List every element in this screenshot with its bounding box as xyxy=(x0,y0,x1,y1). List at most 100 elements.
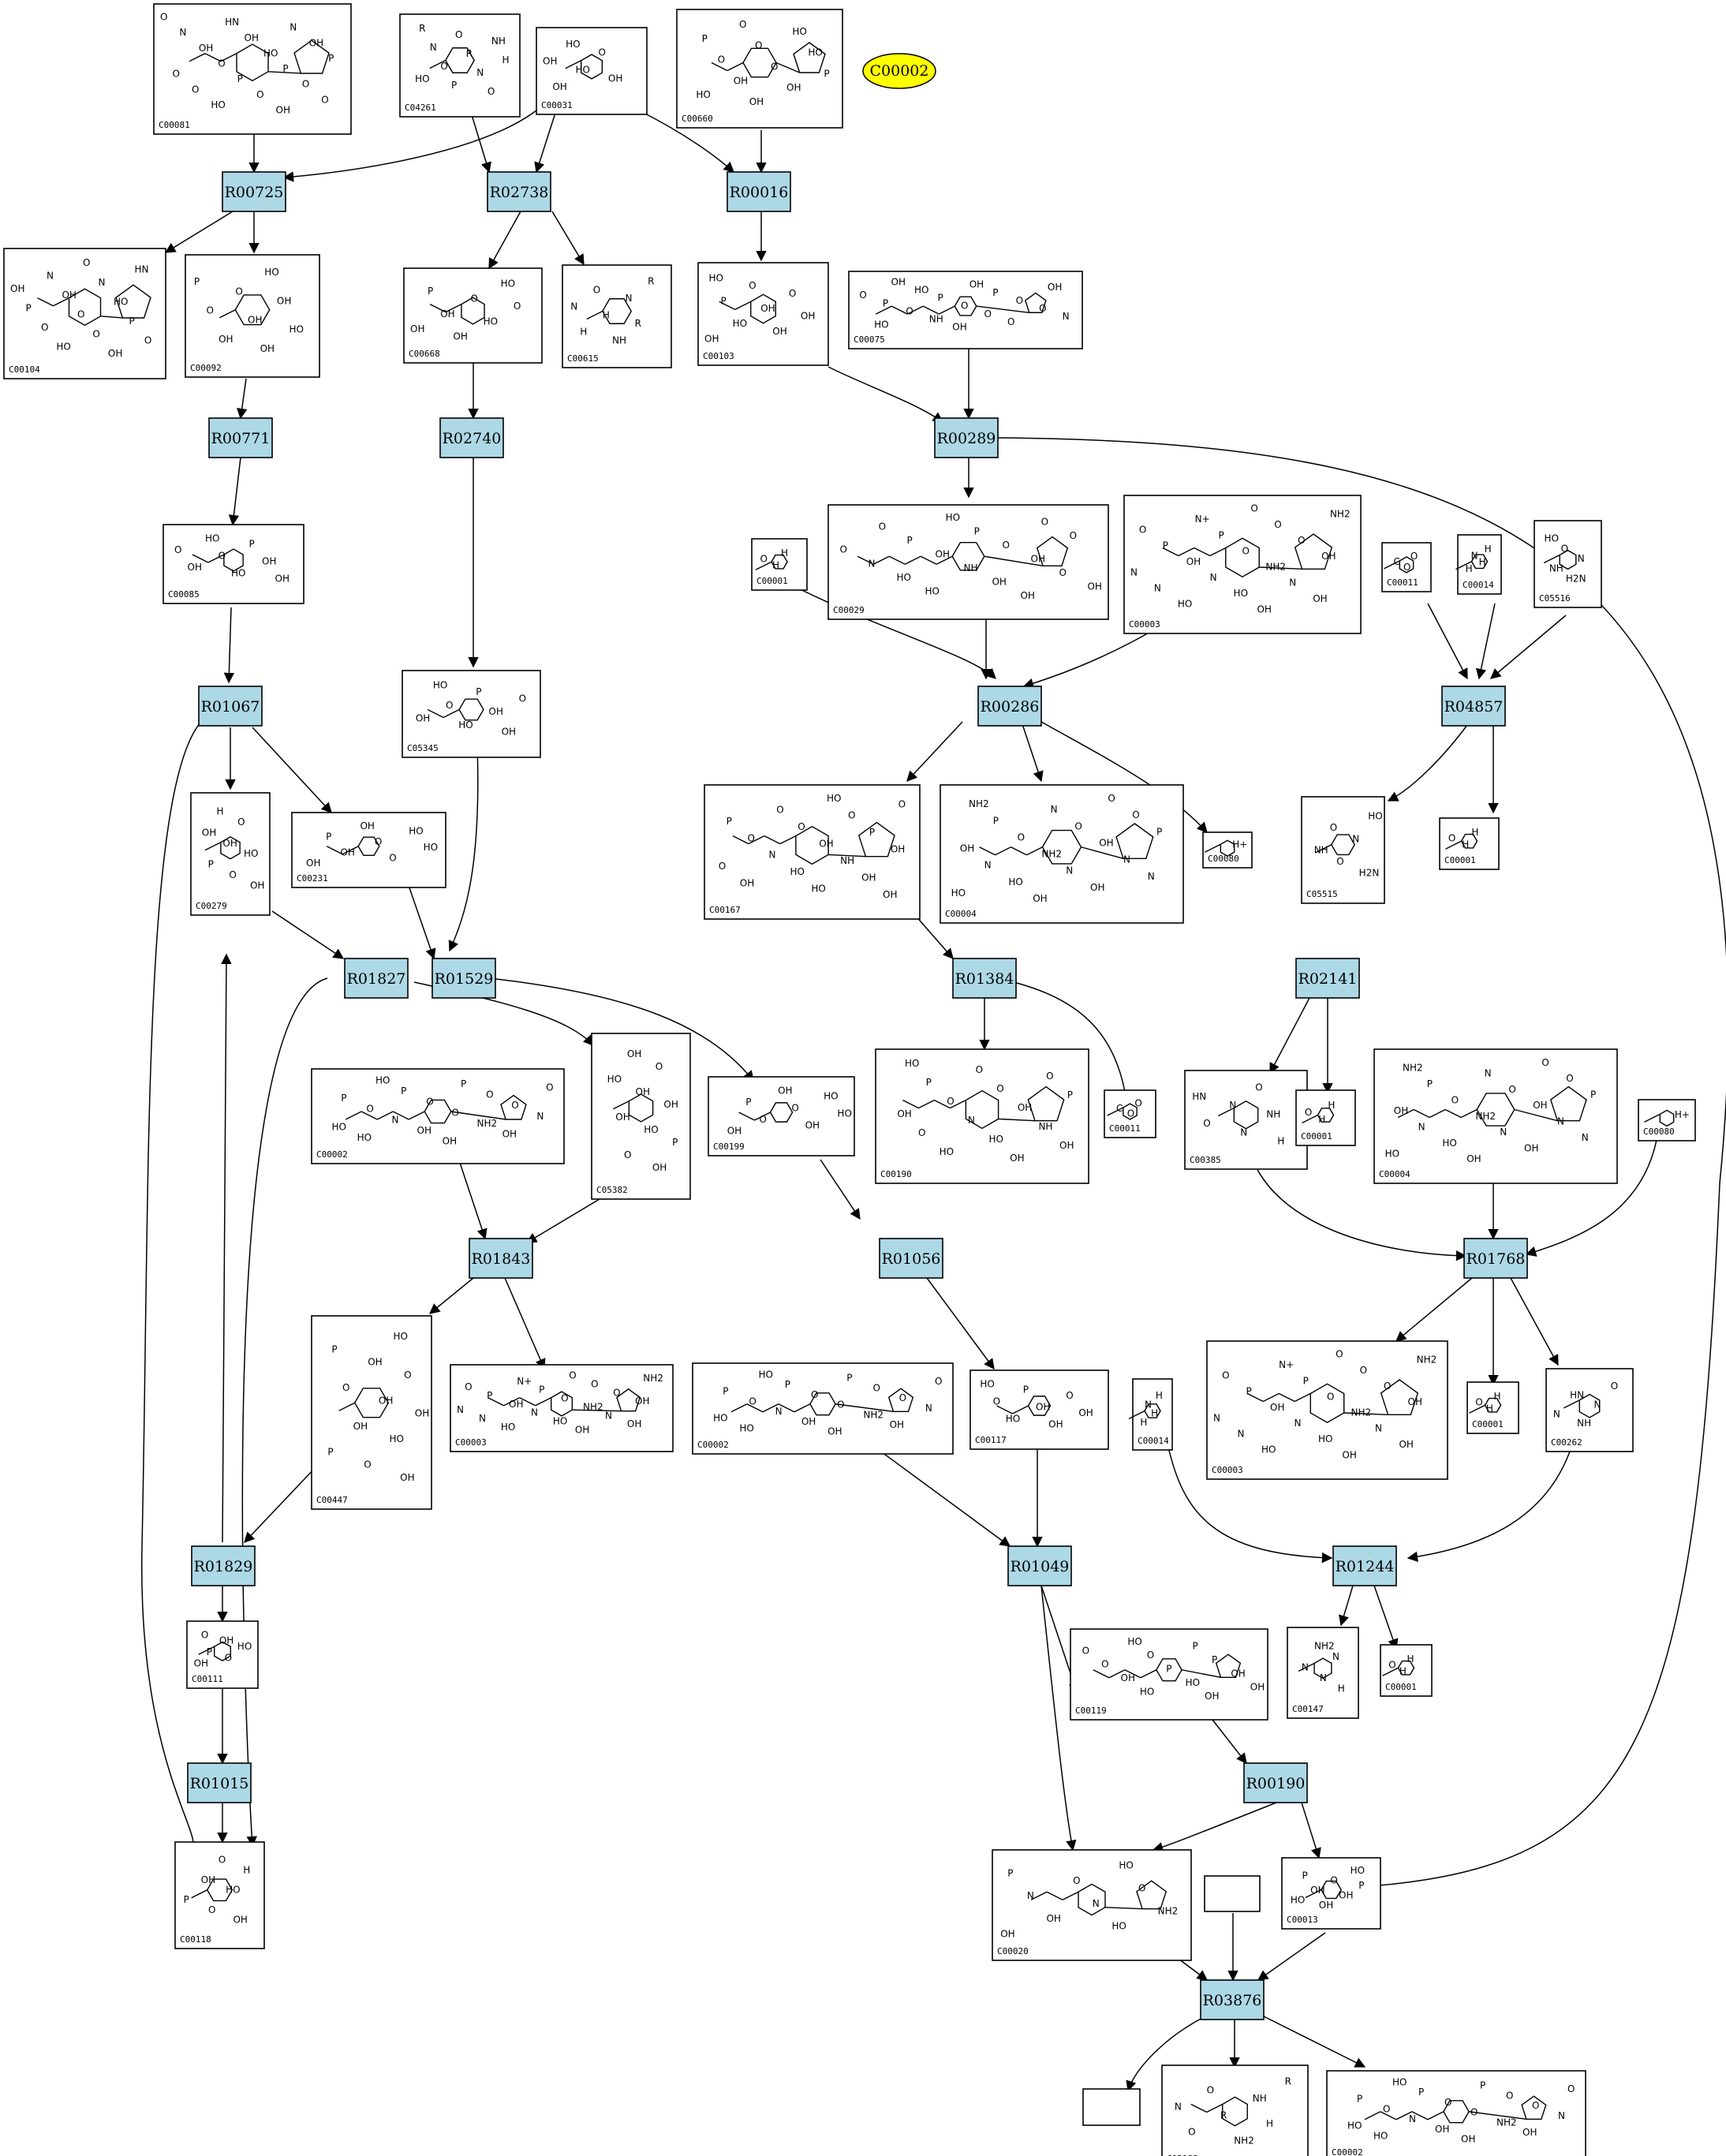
atom-label: OH xyxy=(615,1112,630,1123)
reaction-r00190[interactable]: R00190 xyxy=(1243,1762,1308,1803)
atom-label: HO xyxy=(1178,599,1192,610)
compound-c00080[interactable]: H+C00080 xyxy=(1202,831,1253,869)
reaction-r01015[interactable]: R01015 xyxy=(187,1762,252,1803)
reaction-r01768[interactable]: R01768 xyxy=(1463,1238,1528,1279)
highlighted-compound[interactable]: C00002 xyxy=(862,53,936,89)
atom-label: OH xyxy=(10,283,24,294)
empty-compound-box[interactable] xyxy=(1082,2088,1141,2126)
compound-c00080[interactable]: H+C00080 xyxy=(1638,1099,1696,1142)
atom-label: N xyxy=(1145,1399,1152,1410)
reaction-r00286[interactable]: R00286 xyxy=(977,686,1042,727)
atom-label: O xyxy=(77,309,84,320)
compound-c02188[interactable]: RONHNRHONH2C02188 xyxy=(1161,2064,1309,2156)
atom-label: O xyxy=(1134,1098,1141,1109)
reaction-r01829[interactable]: R01829 xyxy=(191,1545,256,1586)
compound-id-label: C00002 xyxy=(697,1440,729,1450)
atom-label: OH xyxy=(891,276,906,287)
atom-label: NH2 xyxy=(863,1409,884,1420)
reaction-r01056[interactable]: R01056 xyxy=(879,1238,943,1279)
atom-label: OH xyxy=(245,32,259,43)
reaction-r00771[interactable]: R00771 xyxy=(208,417,273,458)
reaction-r01529[interactable]: R01529 xyxy=(432,958,496,999)
atom-label: OH xyxy=(891,844,905,855)
atom-label: N xyxy=(605,1410,612,1421)
atom-label: HO xyxy=(264,267,278,278)
reaction-r02738[interactable]: R02738 xyxy=(487,171,551,212)
reaction-r02740[interactable]: R02740 xyxy=(439,417,504,458)
reaction-r04857[interactable]: R04857 xyxy=(1441,686,1506,727)
atom-label: O xyxy=(41,322,48,333)
atom-label: HO xyxy=(1140,1686,1154,1697)
atom-label: O xyxy=(1139,525,1146,536)
reaction-r01049[interactable]: R01049 xyxy=(1007,1545,1072,1586)
reaction-r01827[interactable]: R01827 xyxy=(344,958,409,999)
reaction-r00289[interactable]: R00289 xyxy=(934,417,999,458)
reaction-r03876[interactable]: R03876 xyxy=(1200,1979,1265,2020)
reaction-r02141[interactable]: R02141 xyxy=(1295,958,1360,999)
atom-label: NH2 xyxy=(1158,1905,1179,1916)
empty-compound-box[interactable] xyxy=(1204,1875,1261,1912)
reaction-r00725[interactable]: R00725 xyxy=(222,171,286,212)
reaction-r01384[interactable]: R01384 xyxy=(952,958,1017,999)
atom-label: P xyxy=(1156,826,1162,837)
reaction-r01244[interactable]: R01244 xyxy=(1332,1545,1397,1586)
compound-id-label: C00231 xyxy=(297,873,328,884)
reaction-r00016[interactable]: R00016 xyxy=(727,171,791,212)
reaction-r01067[interactable]: R01067 xyxy=(198,686,263,727)
atom-label: OH xyxy=(1090,882,1104,893)
atom-label: O xyxy=(1255,1082,1262,1093)
reaction-r01843[interactable]: R01843 xyxy=(469,1238,533,1279)
atom-label: N xyxy=(476,67,484,78)
atom-label: NH2 xyxy=(1496,2117,1517,2128)
atom-label: P xyxy=(1246,1386,1252,1397)
